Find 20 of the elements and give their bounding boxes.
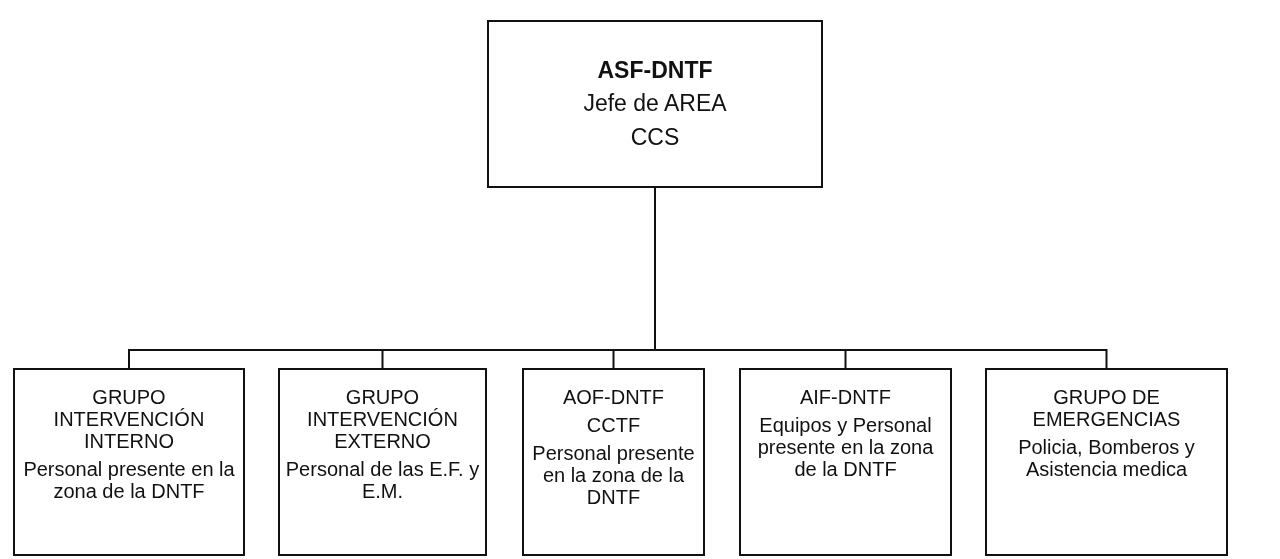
box-text: Equipos y Personal presente en la zona de la DNTF bbox=[756, 414, 935, 480]
group-box bbox=[985, 368, 1228, 556]
group-box bbox=[522, 368, 705, 556]
box-text: AOF-DNTF bbox=[562, 386, 665, 408]
box-text: Personal de las E.F. y E.M. bbox=[284, 458, 481, 502]
box-text: Policia, Bomberos y Asistencia medica bbox=[1017, 436, 1196, 480]
box-text: AIF-DNTF bbox=[799, 386, 892, 408]
group-box bbox=[278, 368, 487, 556]
box-text: GRUPO DE EMERGENCIAS bbox=[1031, 386, 1182, 430]
box-text: CCS bbox=[630, 124, 680, 150]
box-text: Personal presente en la zona de la DNTF bbox=[531, 442, 696, 508]
box-text: CCTF bbox=[586, 414, 641, 436]
box-text: GRUPO INTERVENCIÓN EXTERNO bbox=[306, 386, 459, 452]
group-box bbox=[13, 368, 245, 556]
box-text: GRUPO INTERVENCIÓN INTERNO bbox=[52, 386, 206, 452]
box-text: Jefe de AREA bbox=[583, 91, 727, 117]
box-heading: ASF-DNTF bbox=[597, 58, 713, 84]
head-box bbox=[487, 20, 823, 188]
group-box bbox=[739, 368, 952, 556]
box-text: Personal presente en la zona de la DNTF bbox=[22, 458, 236, 502]
